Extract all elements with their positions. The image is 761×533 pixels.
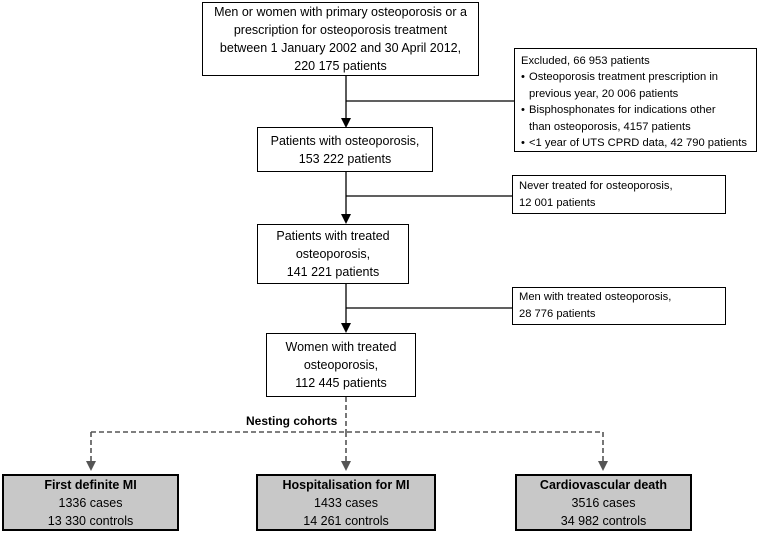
excluded-list: Osteoporosis treatment prescription in p… (521, 69, 747, 151)
outcome-controls: 34 982 controls (560, 513, 647, 528)
excluded-item: <1 year of UTS CPRD data, 42 790 patient… (521, 135, 747, 152)
box-women-treated: Women with treated osteoporosis, 112 445… (266, 333, 416, 397)
outcome-cases: 3516 cases (571, 495, 636, 510)
box-treated-osteoporosis: Patients with treated osteoporosis, 141 … (257, 224, 409, 284)
box-never-treated: Never treated for osteoporosis, 12 001 p… (512, 175, 726, 214)
nesting-connector (86, 397, 608, 471)
outcome-cases: 1433 cases (314, 495, 378, 510)
outcome-cases: 1336 cases (58, 495, 123, 510)
excluded-item: Bisphosphonates for indications other th… (521, 102, 747, 135)
outcome-title: First definite MI (44, 477, 137, 492)
box-first-definite-mi: First definite MI 1336 cases 13 330 cont… (2, 474, 179, 531)
box-primary-osteoporosis: Men or women with primary osteoporosis o… (202, 2, 479, 76)
outcome-controls: 14 261 controls (303, 513, 389, 528)
outcome-controls: 13 330 controls (47, 513, 134, 528)
nesting-cohorts-label: Nesting cohorts (246, 414, 338, 428)
excluded-item: Osteoporosis treatment prescription in p… (521, 69, 747, 102)
box-cardiovascular-death: Cardiovascular death 3516 cases 34 982 c… (515, 474, 692, 531)
box-excluded: Excluded, 66 953 patients Osteoporosis t… (514, 48, 757, 152)
outcome-title: Hospitalisation for MI (282, 477, 410, 492)
box-patients-osteoporosis: Patients with osteoporosis, 153 222 pati… (257, 127, 433, 172)
outcome-title: Cardiovascular death (539, 477, 668, 492)
box-men-treated: Men with treated osteoporosis, 28 776 pa… (512, 287, 726, 325)
box-hospitalisation-mi: Hospitalisation for MI 1433 cases 14 261… (256, 474, 436, 531)
